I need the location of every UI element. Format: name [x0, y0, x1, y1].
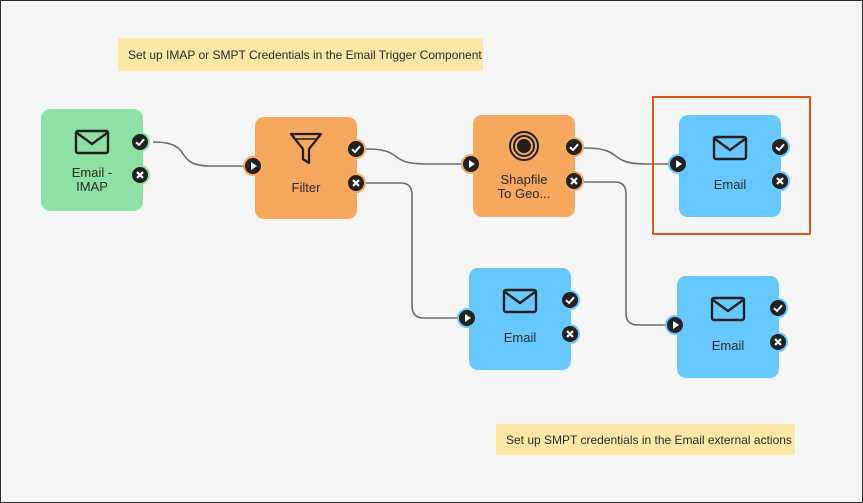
envelope-icon: [74, 129, 110, 160]
input-port[interactable]: [243, 156, 263, 176]
failure-port[interactable]: [564, 171, 584, 191]
check-icon: [772, 139, 788, 155]
failure-port[interactable]: [768, 332, 788, 352]
node-email-selected[interactable]: Email: [668, 115, 790, 217]
input-port[interactable]: [668, 154, 688, 174]
note-bottom[interactable]: Set up SMPT credentials in the Email ext…: [496, 424, 795, 455]
input-port[interactable]: [457, 308, 477, 328]
success-port[interactable]: [564, 137, 584, 157]
wire-filter-to-email-fail: [366, 182, 457, 319]
close-icon: [772, 173, 788, 189]
selection-box: [652, 96, 811, 235]
node-email-filter-failure[interactable]: Email: [457, 268, 580, 370]
success-port[interactable]: [346, 139, 366, 159]
note-top-text: Set up IMAP or SMPT Credentials in the E…: [128, 47, 482, 62]
close-icon: [562, 326, 578, 342]
play-icon: [670, 156, 686, 172]
node-label: Email: [713, 177, 747, 192]
check-icon: [562, 292, 578, 308]
success-port[interactable]: [560, 290, 580, 310]
node-label: Shapfile To Geo...: [497, 172, 551, 201]
failure-port[interactable]: [130, 165, 150, 185]
node-filter[interactable]: Filter: [243, 117, 366, 219]
node-email-imap[interactable]: Email - IMAP: [41, 109, 150, 211]
node-label: Email: [711, 338, 745, 353]
input-port[interactable]: [665, 315, 685, 335]
play-icon: [667, 317, 683, 333]
play-icon: [459, 310, 475, 326]
envelope-icon: [502, 288, 538, 319]
note-bottom-text: Set up SMPT credentials in the Email ext…: [506, 432, 792, 447]
node-shapefile-to-geo[interactable]: Shapfile To Geo...: [461, 115, 584, 217]
target-icon: [508, 130, 540, 167]
failure-port[interactable]: [346, 173, 366, 193]
play-icon: [463, 156, 479, 172]
node-label: Filter: [291, 180, 321, 195]
envelope-icon: [712, 135, 748, 166]
note-top[interactable]: Set up IMAP or SMPT Credentials in the E…: [118, 38, 483, 71]
failure-port[interactable]: [560, 324, 580, 344]
funnel-icon: [289, 131, 323, 172]
check-icon: [566, 139, 582, 155]
wire-imap-to-filter: [152, 141, 244, 167]
success-port[interactable]: [768, 298, 788, 318]
wire-filter-to-shapefile: [365, 148, 462, 165]
check-icon: [348, 141, 364, 157]
failure-port[interactable]: [770, 171, 790, 191]
check-icon: [770, 300, 786, 316]
success-port[interactable]: [770, 137, 790, 157]
node-email-shapefile-failure[interactable]: Email: [665, 276, 788, 378]
play-icon: [245, 158, 261, 174]
input-port[interactable]: [461, 154, 481, 174]
close-icon: [132, 167, 148, 183]
envelope-icon: [710, 296, 746, 327]
check-icon: [132, 134, 148, 150]
node-label: Email: [503, 330, 537, 345]
success-port[interactable]: [130, 132, 150, 152]
close-icon: [348, 175, 364, 191]
close-icon: [566, 173, 582, 189]
node-label: Email - IMAP: [71, 165, 113, 194]
close-icon: [770, 334, 786, 350]
